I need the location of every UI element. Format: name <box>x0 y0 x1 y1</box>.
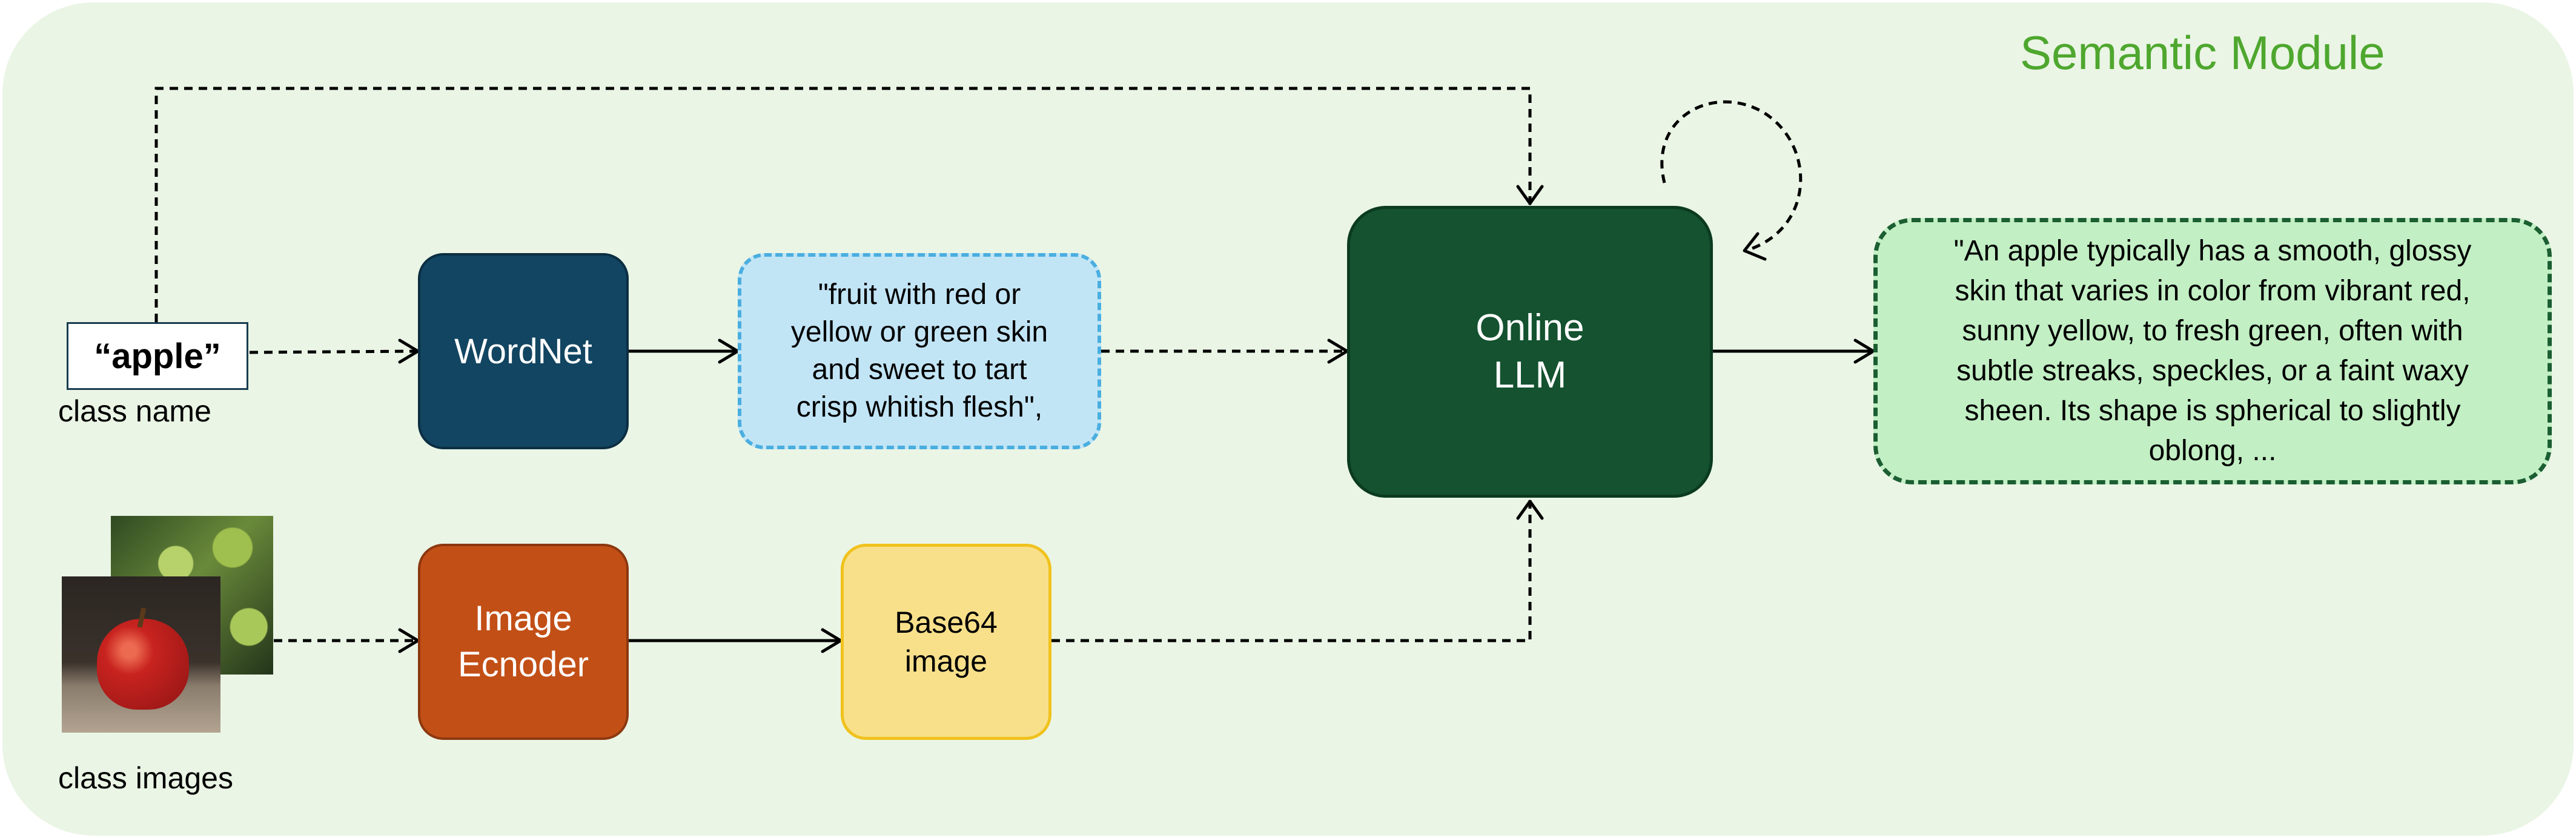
module-title: Semantic Module <box>2020 26 2385 79</box>
edge-classname-llm <box>154 87 1530 322</box>
image-encoder-node: Image Ecnoder <box>418 544 629 740</box>
description-line: sunny yellow, to fresh green, often with <box>1962 315 2463 347</box>
edge-llm-self-loop <box>1660 100 1803 252</box>
edge-classname-wordnet <box>249 349 419 354</box>
definition-line: "fruit with red or <box>818 279 1021 311</box>
base64-label-line: Base64 <box>895 605 998 639</box>
image-encoder-label-line: Image <box>474 599 572 638</box>
edge-base64-llm <box>1051 499 1532 642</box>
description-line: skin that varies in color from vibrant r… <box>1955 275 2471 307</box>
class-images-caption: class images <box>58 761 233 795</box>
class-name-box: “apple” <box>67 322 248 390</box>
base64-label-line: image <box>904 644 988 678</box>
llm-label-line: LLM <box>1493 354 1567 396</box>
apple-fruit-shape <box>97 619 189 710</box>
definition-node: "fruit with red or yellow or green skin … <box>738 253 1101 449</box>
wordnet-label: WordNet <box>454 331 592 371</box>
online-llm-node: Online LLM <box>1347 206 1713 498</box>
definition-line: yellow or green skin <box>790 316 1048 348</box>
definition-line: and sweet to tart <box>812 354 1027 386</box>
arrowhead-llm-self-loop <box>1743 232 1767 261</box>
wordnet-node: WordNet <box>418 253 629 449</box>
arrowhead-classname-llm <box>1516 185 1544 205</box>
class-name-caption: class name <box>58 394 211 428</box>
description-line: subtle streaks, speckles, or a faint wax… <box>1956 355 2469 387</box>
image-encoder-label-line: Ecnoder <box>457 645 589 684</box>
description-line: oblong, ... <box>2148 435 2277 467</box>
description-line: sheen. Its shape is spherical to slightl… <box>1964 395 2461 427</box>
arrowhead-base64-llm <box>1516 500 1544 520</box>
description-line: "An apple typically has a smooth, glossy <box>1953 235 2472 267</box>
definition-line: crisp whitish flesh", <box>796 391 1043 423</box>
base64-image-node: Base64 image <box>841 544 1051 740</box>
description-node: "An apple typically has a smooth, glossy… <box>1873 218 2552 484</box>
red-apple-photo <box>62 576 220 733</box>
llm-label-line: Online <box>1475 307 1584 349</box>
